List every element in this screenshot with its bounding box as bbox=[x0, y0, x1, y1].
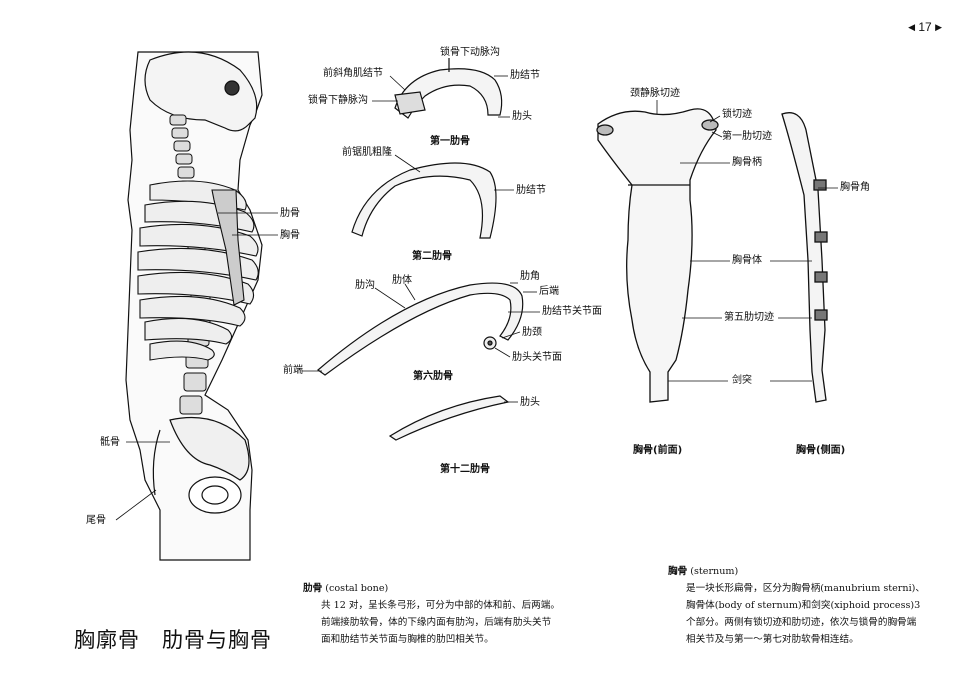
rib-heading: 肋骨 bbox=[303, 583, 323, 594]
sternum-text-line: 个部分。两侧有锁切迹和肋切迹，依次与锁骨的胸骨端 bbox=[686, 617, 917, 628]
sternum-front-figure bbox=[596, 108, 719, 403]
sternum-heading: 胸骨 bbox=[668, 566, 688, 577]
label-manubrium: 胸骨柄 bbox=[732, 157, 762, 168]
skull-shape bbox=[144, 51, 258, 132]
caption-sixth-rib: 第六肋骨 bbox=[413, 371, 453, 382]
label-rib: 肋骨 bbox=[280, 208, 300, 219]
rib-cage bbox=[137, 180, 259, 361]
rib-text-line: 共 12 对，呈长条弓形，可分为中部的体和前、后两端。 bbox=[321, 600, 560, 611]
label-rib-neck: 肋颈 bbox=[522, 327, 542, 338]
label-coccyx: 尾骨 bbox=[86, 515, 106, 526]
label-second-rib-tubercle: 肋结节 bbox=[516, 185, 546, 196]
label-subclavian-vein-groove: 锁骨下静脉沟 bbox=[308, 95, 368, 106]
page-number-value: 17 bbox=[918, 20, 932, 34]
label-first-rib-tubercle: 肋结节 bbox=[510, 70, 540, 81]
twelfth-rib-figure bbox=[388, 395, 510, 441]
rib-text-line: 前端接肋软骨，体的下缘内面有肋沟，后端有肋头关节 bbox=[321, 617, 552, 628]
caption-sternum-front: 胸骨(前面) bbox=[633, 445, 683, 456]
label-sternum-body: 胸骨体 bbox=[732, 255, 762, 266]
sternum-side-figure bbox=[781, 112, 828, 403]
rib-description: 肋骨 (costal bone) 共 12 对，呈长条弓形，可分为中部的体和前、… bbox=[303, 580, 633, 648]
rib-heading-en: (costal bone) bbox=[325, 583, 389, 594]
page-title: 胸廓骨 肋骨与胸骨 bbox=[74, 628, 272, 652]
caption-first-rib: 第一肋骨 bbox=[430, 136, 470, 147]
label-rib-body: 肋体 bbox=[392, 275, 412, 286]
label-posterior-end: 后端 bbox=[539, 286, 559, 297]
label-scalene-tubercle: 前斜角肌结节 bbox=[323, 68, 383, 79]
caption-second-rib: 第二肋骨 bbox=[412, 251, 452, 262]
sternum-heading-en: (sternum) bbox=[690, 566, 739, 577]
label-serratus-tuberosity: 前锯肌粗隆 bbox=[342, 147, 392, 158]
label-sternum: 胸骨 bbox=[280, 230, 300, 241]
label-fifth-costal-notch: 第五肋切迹 bbox=[724, 312, 774, 323]
label-head-facet: 肋头关节面 bbox=[512, 352, 562, 363]
leader-lines bbox=[115, 75, 838, 521]
prev-page-icon[interactable]: ◀ bbox=[908, 22, 916, 32]
label-first-costal-notch: 第一肋切迹 bbox=[722, 131, 772, 142]
label-costal-groove: 肋沟 bbox=[355, 280, 375, 291]
label-xiphoid: 剑突 bbox=[732, 375, 752, 386]
pelvis bbox=[152, 416, 250, 514]
label-tubercle-facet: 肋结节关节面 bbox=[542, 306, 602, 317]
label-first-rib-head: 肋头 bbox=[512, 111, 532, 122]
label-clavicular-notch: 锁切迹 bbox=[722, 109, 752, 120]
sternum-text-line: 是一块长形扁骨，区分为胸骨柄(manubrium sterni)、 bbox=[686, 583, 925, 594]
caption-sternum-side: 胸骨(侧面) bbox=[796, 445, 846, 456]
label-sacrum: 骶骨 bbox=[100, 437, 120, 448]
page-number: ◀ 17 ▶ bbox=[908, 20, 942, 34]
label-rib-angle: 肋角 bbox=[520, 271, 540, 282]
sternum-description: 胸骨 (sternum) 是一块长形扁骨，区分为胸骨柄(manubrium st… bbox=[668, 563, 968, 648]
caption-twelfth-rib: 第十二肋骨 bbox=[440, 464, 490, 475]
label-jugular-notch: 颈静脉切迹 bbox=[630, 88, 680, 99]
sixth-rib-figure bbox=[317, 282, 524, 376]
next-page-icon[interactable]: ▶ bbox=[935, 22, 942, 32]
label-sternal-angle: 胸骨角 bbox=[840, 182, 870, 193]
label-anterior-end: 前端 bbox=[283, 365, 303, 376]
rib-text-line: 面和肋结节关节面与胸椎的肋凹相关节。 bbox=[321, 634, 494, 645]
label-twelfth-rib-head: 肋头 bbox=[520, 397, 540, 408]
sternum-text-line: 胸骨体(body of sternum)和剑突(xiphoid process)… bbox=[686, 600, 921, 611]
sternum-text-line: 相关节及与第一～第七对肋软骨相连结。 bbox=[686, 634, 859, 645]
label-subclavian-artery-groove: 锁骨下动脉沟 bbox=[440, 47, 500, 58]
first-rib-figure bbox=[394, 58, 503, 119]
second-rib-figure bbox=[351, 162, 497, 239]
